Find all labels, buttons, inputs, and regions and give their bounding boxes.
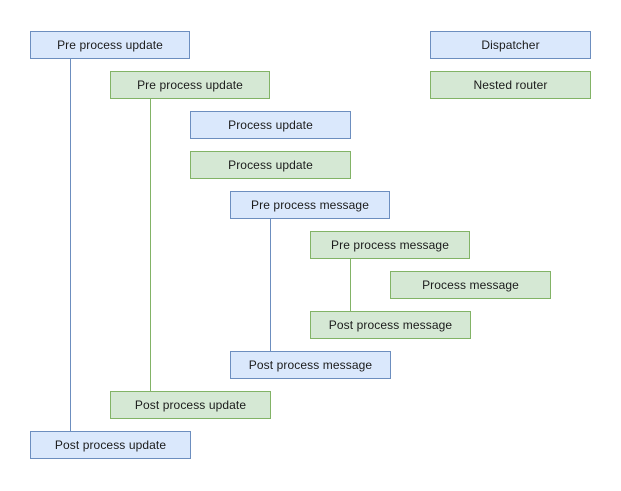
legend-item-nested-router-label: Nested router [473,78,548,92]
legend-item-nested-router[interactable]: Nested router [430,71,591,99]
node-pre-process-message-router[interactable]: Pre process message [310,231,470,259]
node-pre-process-update-dispatcher[interactable]: Pre process update [30,31,190,59]
node-label: Post process message [248,358,373,372]
node-label: Pre process message [331,238,449,252]
edge-pre-process-update-to-post-process-update-router [150,99,151,391]
legend-item-dispatcher-label: Dispatcher [481,38,540,52]
node-label: Post process update [134,398,247,412]
node-label: Process update [228,118,313,132]
node-label: Pre process update [137,78,243,92]
node-label: Process message [422,278,519,292]
edge-pre-process-message-to-post-process-message-dispatcher [270,219,271,351]
node-process-update-dispatcher[interactable]: Process update [190,111,351,139]
node-post-process-update-router[interactable]: Post process update [110,391,271,419]
node-post-process-message-dispatcher[interactable]: Post process message [230,351,391,379]
node-label: Pre process message [251,198,369,212]
node-pre-process-update-router[interactable]: Pre process update [110,71,270,99]
node-label: Post process message [328,318,453,332]
edge-pre-process-message-to-post-process-message-router [350,259,351,311]
node-pre-process-message-dispatcher[interactable]: Pre process message [230,191,390,219]
node-process-update-router[interactable]: Process update [190,151,351,179]
edge-pre-process-update-to-post-process-update-dispatcher [70,59,71,431]
node-label: Process update [228,158,313,172]
node-post-process-update-dispatcher[interactable]: Post process update [30,431,191,459]
node-post-process-message-router[interactable]: Post process message [310,311,471,339]
node-label: Pre process update [57,38,163,52]
node-process-message-router[interactable]: Process message [390,271,551,299]
legend-item-dispatcher[interactable]: Dispatcher [430,31,591,59]
node-label: Post process update [54,438,167,452]
